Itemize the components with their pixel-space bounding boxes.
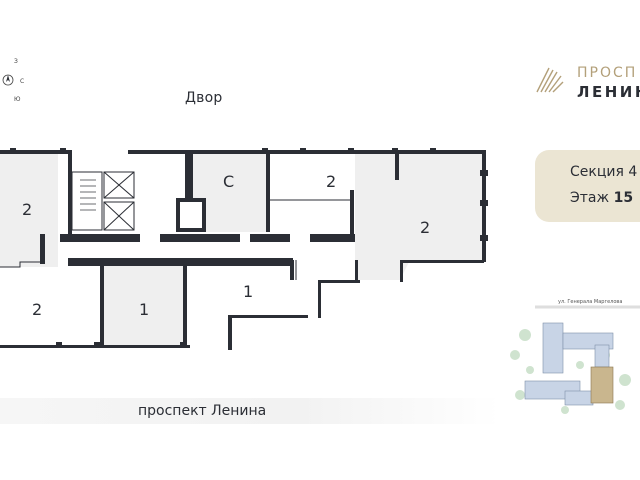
section-value: 4 [628, 164, 638, 180]
brand-logo-icon [536, 67, 564, 93]
apt-2-left-top-area[interactable] [0, 152, 58, 267]
compass-letter-n: С [20, 78, 25, 85]
apt-1-bottom-area[interactable] [103, 265, 185, 347]
apt-label-2-left-bottom: 2 [32, 300, 42, 319]
section-label: Секция [570, 164, 624, 180]
yard-label: Двор [185, 90, 223, 106]
compass: З Ю С [0, 58, 30, 104]
apt-label-2-right: 2 [420, 218, 430, 237]
apt-label-1-bottom: 1 [139, 300, 149, 319]
apt-label-2-left-top: 2 [22, 200, 32, 219]
compass-letter-w: З [14, 58, 18, 65]
section-floor-card [535, 150, 640, 222]
floor-plan: 2 С 2 2 1 2 1 [0, 148, 488, 350]
apt-label-c: С [223, 172, 234, 191]
apt-2-right-area[interactable] [355, 152, 485, 280]
street-label: проспект Ленина [138, 403, 267, 419]
site-map [495, 303, 640, 435]
floor-value: 15 [613, 190, 634, 206]
brand-name-line2: ЛЕНИН [577, 83, 640, 101]
apt-label-1-mid: 1 [243, 282, 253, 301]
site-map-highlighted-building [590, 366, 614, 404]
compass-icon [2, 74, 14, 86]
apt-label-2-top-mid: 2 [326, 172, 336, 191]
site-map-street-label: ул. Генерала Маргелова [558, 299, 623, 305]
brand-name-line1: ПРОСП [577, 65, 638, 81]
street-band [0, 398, 500, 424]
compass-letter-s: Ю [14, 96, 21, 103]
floor-info: Этаж 15 [570, 190, 633, 206]
floor-label: Этаж [570, 190, 610, 206]
section-info: Секция 4 [570, 164, 637, 180]
